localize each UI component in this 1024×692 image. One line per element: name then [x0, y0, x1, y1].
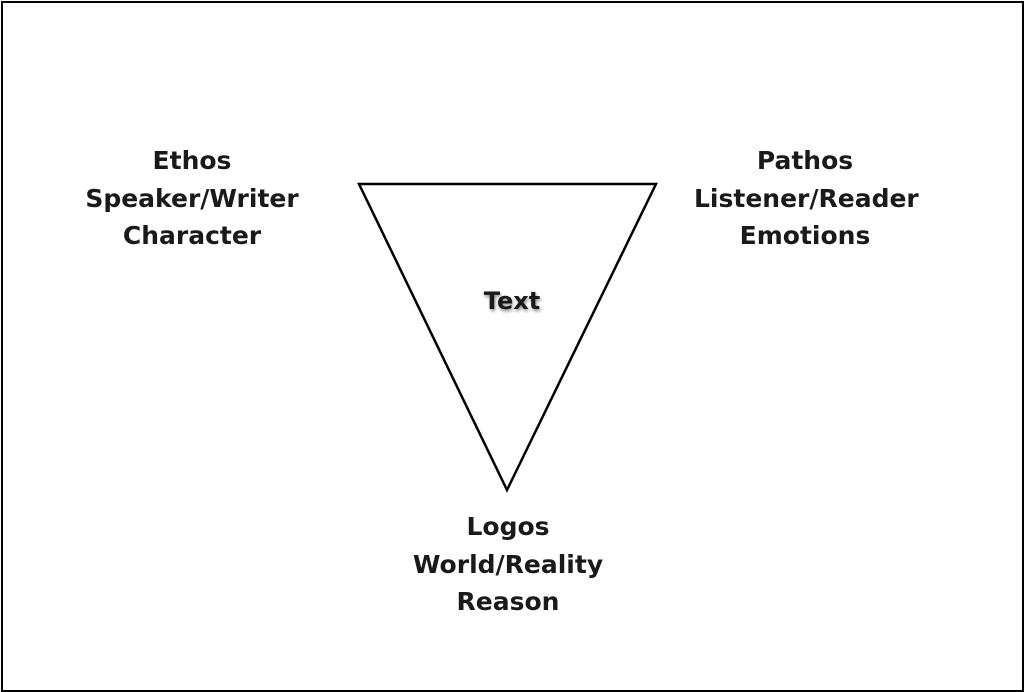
logos-title: Logos	[466, 512, 550, 541]
pathos-listener-label: Listener/Reader	[694, 183, 919, 213]
ethos-node: Ethos Speaker/Writer Character	[80, 142, 304, 255]
pathos-node: Pathos Listener/Reader Emotions	[694, 142, 919, 255]
logos-node: Logos World/Reality Reason	[398, 508, 618, 621]
logos-world-label: World/Reality	[412, 549, 604, 579]
ethos-title: Ethos	[152, 146, 232, 175]
ethos-character-label: Character	[122, 221, 262, 250]
pathos-title: Pathos	[756, 146, 854, 175]
center-label-text: Text	[483, 287, 541, 315]
inverted-triangle-shape	[357, 182, 658, 493]
pathos-emotions-label: Emotions	[739, 221, 871, 250]
ethos-speaker-label: Speaker/Writer	[85, 183, 299, 213]
logos-reason-label: Reason	[456, 587, 560, 616]
